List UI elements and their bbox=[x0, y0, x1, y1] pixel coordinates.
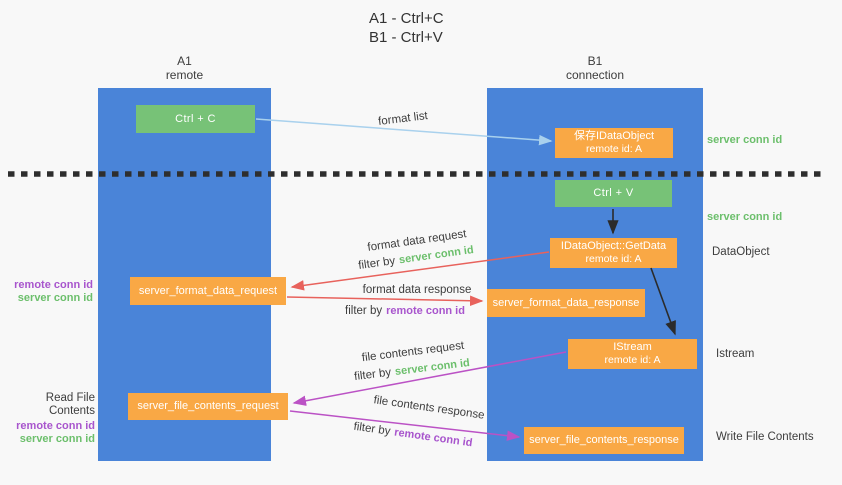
filter-by-text: filter by bbox=[353, 366, 392, 384]
label-file-contents-response: file contents response bbox=[372, 394, 486, 422]
filter-by-text: filter by bbox=[345, 305, 383, 317]
node-server-file-contents-response: server_file_contents_response bbox=[524, 427, 684, 454]
lane-a1-subtitle: remote bbox=[165, 68, 204, 82]
title-line-1: A1 - Ctrl+C bbox=[369, 10, 444, 27]
node-save-idataobject-line1: 保存IDataObject bbox=[573, 130, 655, 142]
label-format-list: format list bbox=[377, 110, 429, 128]
label-server-conn-id-mid-left: server conn id bbox=[17, 292, 93, 304]
node-server-format-data-request-label: server_format_data_request bbox=[138, 284, 278, 297]
node-istream-line2: remote id: A bbox=[604, 354, 661, 366]
node-ctrl-c: Ctrl + C bbox=[136, 105, 255, 133]
node-ctrl-v-label: Ctrl + V bbox=[593, 187, 634, 199]
label-remote-conn-id-mid: remote conn id bbox=[14, 279, 93, 291]
lane-header-b1: B1 connection bbox=[487, 54, 703, 82]
lane-b1-name: B1 bbox=[587, 54, 603, 68]
node-idataobject-getdata-line1: IDataObject::GetData bbox=[560, 240, 667, 252]
node-ctrl-c-label: Ctrl + C bbox=[175, 112, 216, 125]
node-server-file-contents-request-label: server_file_contents_request bbox=[137, 400, 279, 412]
node-idataobject-getdata-line2: remote id: A bbox=[585, 253, 642, 265]
node-istream: IStream remote id: A bbox=[568, 339, 697, 369]
lane-header-a1: A1 remote bbox=[98, 54, 271, 82]
label-istream: Istream bbox=[716, 348, 755, 360]
arrow-format-data-response bbox=[286, 295, 484, 307]
filter-by-text: filter by bbox=[352, 420, 392, 438]
node-server-file-contents-response-label: server_file_contents_response bbox=[529, 434, 679, 446]
label-server-conn-id-top: server conn id bbox=[707, 134, 783, 146]
node-istream-line1: IStream bbox=[613, 341, 652, 353]
lane-b1-subtitle: connection bbox=[565, 68, 625, 82]
node-save-idataobject: 保存IDataObject remote id: A bbox=[555, 128, 673, 158]
lane-a1-name: A1 bbox=[177, 54, 192, 68]
node-server-format-data-response: server_format_data_response bbox=[487, 289, 645, 317]
filter-by-text: filter by bbox=[357, 254, 396, 273]
node-server-format-data-response-label: server_format_data_response bbox=[492, 296, 640, 309]
label-write-file-contents: Write File Contents bbox=[716, 431, 814, 443]
node-server-file-contents-request: server_file_contents_request bbox=[128, 393, 288, 420]
filter-server-conn-id: server conn id bbox=[394, 356, 471, 379]
label-server-conn-id-bottom: server conn id bbox=[19, 433, 95, 445]
filter-remote-conn-id: remote conn id bbox=[393, 426, 474, 450]
label-group-bottom-left: Read File Contents remote conn id server… bbox=[6, 392, 95, 446]
label-remote-conn-id-bottom: remote conn id bbox=[16, 420, 95, 432]
filter-remote-conn-id: remote conn id bbox=[386, 305, 465, 317]
label-read-file-contents: Read File Contents bbox=[45, 392, 95, 417]
node-server-format-data-request: server_format_data_request bbox=[130, 277, 286, 305]
label-server-conn-id-mid: server conn id bbox=[707, 211, 783, 223]
diagram-title: A1 - Ctrl+C B1 - Ctrl+V bbox=[369, 9, 444, 47]
title-line-2: B1 - Ctrl+V bbox=[369, 29, 443, 46]
label-group-mid-left: remote conn id server conn id bbox=[8, 279, 93, 305]
node-save-idataobject-line2: remote id: A bbox=[585, 143, 643, 155]
node-ctrl-v: Ctrl + V bbox=[555, 180, 672, 207]
node-idataobject-getdata: IDataObject::GetData remote id: A bbox=[550, 238, 677, 268]
label-format-data-response: format data response bbox=[362, 284, 472, 296]
label-dataobject: DataObject bbox=[712, 246, 770, 258]
